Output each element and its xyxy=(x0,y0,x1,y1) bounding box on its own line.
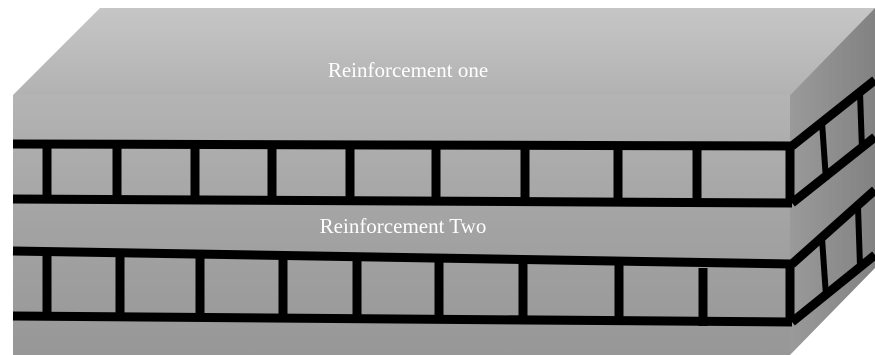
label-reinforcement-two: Reinforcement Two xyxy=(320,214,487,238)
label-reinforcement-one: Reinforcement one xyxy=(328,58,488,82)
reinforcement-layer-one xyxy=(12,76,875,208)
block-front-face xyxy=(13,95,790,355)
block-top-face xyxy=(13,8,875,95)
reinforcement-layer-two xyxy=(12,186,875,327)
